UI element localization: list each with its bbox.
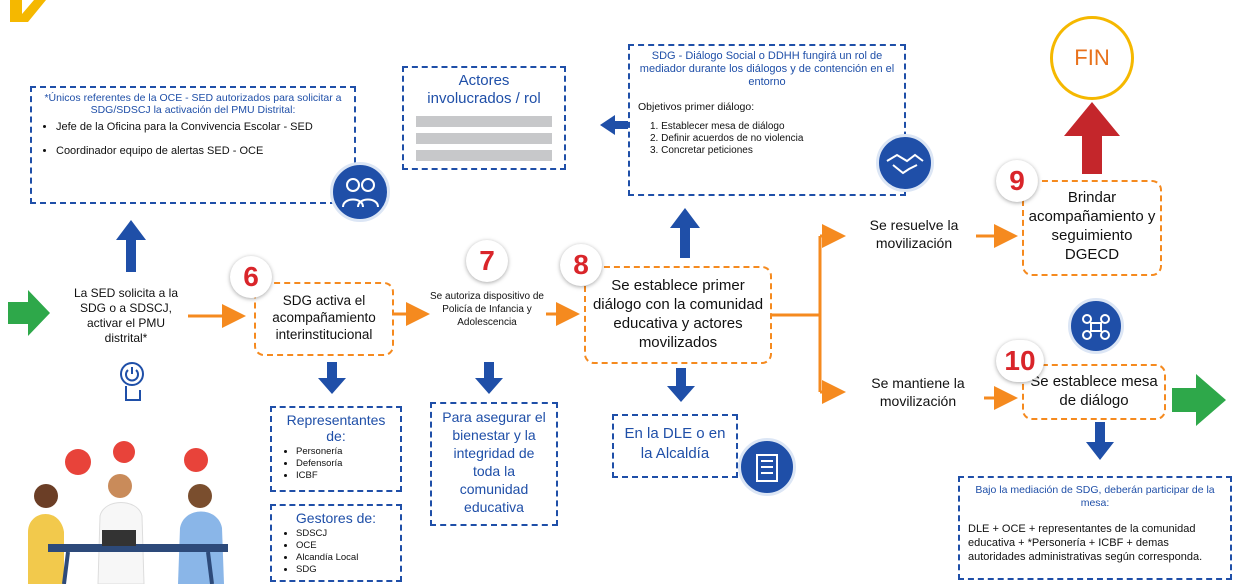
step-6-box: SDG activa el acompañamiento interinstit… <box>254 282 394 356</box>
step-7-number: 7 <box>466 240 508 282</box>
actores-box: Actores involucrados / rol <box>402 66 566 170</box>
actores-placeholder-line <box>416 116 552 127</box>
step-10-text: Se establece mesa de diálogo <box>1030 373 1158 409</box>
mediacion-body: DLE + OCE + representantes de la comunid… <box>968 523 1203 563</box>
representantes-item: Defensoría <box>296 458 392 470</box>
dialogo-objective: 2. Definir acuerdos de no violencia <box>650 133 804 144</box>
people-group-icon <box>330 162 390 222</box>
step-10-number: 10 <box>996 340 1044 382</box>
dialogo-objective: 3. Concretar peticiones <box>650 145 753 156</box>
resuelve-text: Se resuelve la movilización <box>869 217 959 251</box>
gestores-title: Gestores de: <box>295 510 377 526</box>
gestores-item: SDG <box>296 564 392 576</box>
step-7-text: Se autoriza dispositivo de Policía de In… <box>430 291 544 328</box>
dle-box: En la DLE o en la Alcaldía <box>612 414 738 478</box>
dialogo-subtitle: Objetivos primer diálogo: <box>638 101 755 113</box>
dialogo-objective: 1. Establecer mesa de diálogo <box>650 121 785 132</box>
fin-label: FIN <box>1074 45 1110 70</box>
gestores-item: OCE <box>296 540 392 552</box>
referentes-box: *Únicos referentes de la OCE - SED autor… <box>30 86 356 204</box>
step-6-text: SDG activa el acompañamiento interinstit… <box>272 293 376 342</box>
gestores-item: Alcandía Local <box>296 552 392 564</box>
representantes-item: Personería <box>296 446 392 458</box>
meeting-illustration <box>28 441 228 584</box>
step-6-number: 6 <box>230 256 272 298</box>
mediacion-box: Bajo la mediación de SDG, deberán partic… <box>958 476 1232 580</box>
representantes-item: ICBF <box>296 470 392 482</box>
representantes-title: Representantes de: <box>286 412 386 444</box>
arrow-up-fin <box>1064 102 1120 174</box>
mediacion-title: Bajo la mediación de SDG, deberán partic… <box>975 484 1215 509</box>
handshake-icon <box>876 134 934 192</box>
referentes-item: Jefe de la Oficina para la Convivencia E… <box>56 120 326 134</box>
step-8-text: Se establece primer diálogo con la comun… <box>592 277 764 351</box>
gestores-box: Gestores de: SDSCJ OCE Alcandía Local SD… <box>270 504 402 582</box>
corner-logo-mark <box>10 0 46 22</box>
actores-title: Actores involucrados / rol <box>427 72 541 107</box>
representantes-box: Representantes de: Personería Defensoría… <box>270 406 402 492</box>
referentes-title: *Únicos referentes de la OCE - SED autor… <box>44 92 342 116</box>
arrow-down-step10 <box>1086 422 1114 460</box>
step-8-number: 8 <box>560 244 602 286</box>
building-icon <box>738 438 796 496</box>
actores-placeholder-line <box>416 150 552 161</box>
mantiene-text: Se mantiene la movilización <box>871 375 965 409</box>
step-10-box: Se establece mesa de diálogo <box>1022 364 1166 420</box>
referentes-item: Coordinador equipo de alertas SED - OCE <box>56 144 346 158</box>
bienestar-box: Para asegurar el bienestar y la integrid… <box>430 402 558 526</box>
dialogo-objetivos-box: SDG - Diálogo Social o DDHH fungirá un r… <box>628 44 906 196</box>
arrow-up-start <box>116 220 146 272</box>
dle-text: En la DLE o en la Alcaldía <box>624 425 726 462</box>
start-green-arrow <box>8 290 50 336</box>
meeting-icon <box>1068 298 1124 354</box>
step-9-box: Brindar acompañamiento y seguimiento DGE… <box>1022 180 1162 276</box>
step-9-number: 9 <box>996 160 1038 202</box>
gestores-item: SDSCJ <box>296 528 392 540</box>
end-green-arrow <box>1172 374 1226 426</box>
actores-placeholder-line <box>416 133 552 144</box>
step-8-box: Se establece primer diálogo con la comun… <box>584 266 772 364</box>
arrow-down-step6 <box>318 362 346 394</box>
arrow-up-step8 <box>670 208 700 258</box>
dialogo-header: SDG - Diálogo Social o DDHH fungirá un r… <box>639 50 895 88</box>
arrow-down-step7 <box>475 362 503 394</box>
arrow-down-step8 <box>667 368 695 402</box>
start-text: La SED solicita a la SDG o a SDSCJ, acti… <box>73 286 179 345</box>
orange-flow-lines <box>188 224 1018 410</box>
fin-circle: FIN <box>1050 16 1134 100</box>
bienestar-text: Para asegurar el bienestar y la integrid… <box>442 409 546 515</box>
arrow-left-actores <box>600 115 628 135</box>
step-9-text: Brindar acompañamiento y seguimiento DGE… <box>1028 189 1156 263</box>
power-hand-icon <box>114 360 150 406</box>
